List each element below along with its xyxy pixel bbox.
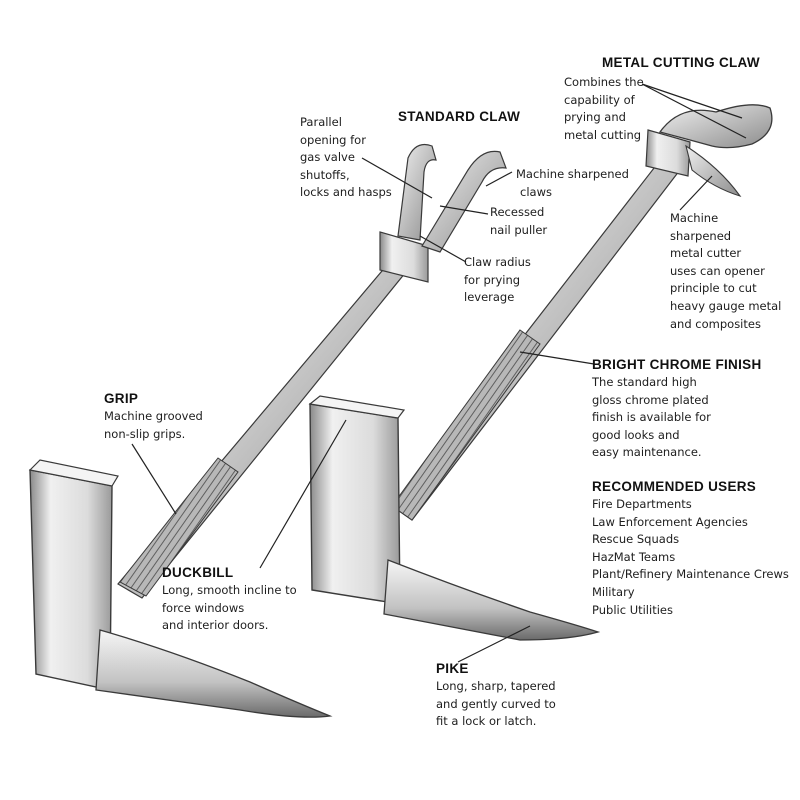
leader-combines-2 [641, 83, 747, 139]
left-claw-tine-back [397, 143, 437, 241]
left-claw-tine-front [421, 150, 507, 253]
leader-grip [131, 443, 177, 515]
list-item: Military [592, 584, 635, 599]
leader-pike [457, 625, 531, 663]
recommended-users-heading: RECOMMENDED USERS [592, 479, 757, 494]
leader-lines [131, 83, 747, 663]
callout-line: Long, smooth incline to [162, 583, 297, 597]
callout-line: force windows [162, 600, 245, 615]
leader-claw-radius [419, 235, 467, 263]
right-pike [383, 559, 601, 641]
bright-chrome-finish-callout: BRIGHT CHROME FINISH The standard high g… [592, 356, 762, 462]
callout-line: principle to cut [670, 281, 757, 296]
callout-line: gas valve [300, 150, 355, 165]
list-item: Fire Departments [592, 497, 692, 511]
right-cutter-blade [685, 144, 742, 198]
metal-cutting-claw-tool [308, 104, 773, 641]
list-item: HazMat Teams [592, 549, 676, 564]
pike-callout: PIKE Long, sharp, tapered and gently cur… [436, 660, 556, 731]
right-grip-knurl [391, 329, 541, 521]
callout-line: finish is available for [592, 410, 711, 425]
recessed-nail-puller-callout: Recessed nail puller [490, 204, 547, 239]
leader-bright-chrome [519, 351, 595, 365]
metal-cutting-claw-label: METAL CUTTING CLAW [602, 54, 760, 72]
leader-recessed-nail-puller [439, 205, 489, 215]
callout-line: gloss chrome plated [592, 392, 709, 407]
callout-line: easy maintenance. [592, 445, 702, 460]
claw-radius-callout: Claw radius for prying leverage [464, 254, 531, 307]
callout-line: Recessed [490, 205, 545, 219]
callout-line: fit a lock or latch. [436, 714, 537, 729]
callout-line: prying and [564, 110, 626, 125]
callout-line: Claw radius [464, 255, 531, 269]
callout-line: and interior doors. [162, 618, 269, 633]
standard-claw-tool [28, 143, 507, 718]
callout-line: claws [520, 184, 552, 199]
callout-line: shutoffs, [300, 167, 350, 182]
list-item: Rescue Squads [592, 532, 680, 547]
standard-claw-heading: STANDARD CLAW [398, 109, 521, 124]
callout-line: Long, sharp, tapered [436, 679, 556, 693]
recommended-users-list: RECOMMENDED USERS Fire Departments Law E… [592, 478, 789, 619]
callout-line: metal cutting [564, 127, 642, 142]
leader-combines-1 [641, 83, 743, 119]
callout-line: sharpened [670, 228, 732, 243]
right-claw-collar [645, 129, 691, 177]
callout-line: uses can opener [670, 263, 765, 278]
grip-heading: GRIP [104, 391, 139, 406]
left-claw-collar [379, 231, 429, 283]
machine-sharpened-claws-callout: Machine sharpened claws [516, 166, 629, 201]
callout-line: for prying [464, 272, 521, 287]
callout-line: metal cutter [670, 246, 742, 261]
leader-duckbill [259, 419, 347, 569]
callout-line: and composites [670, 316, 761, 331]
right-duckbill-top [308, 395, 406, 419]
duckbill-heading: DUCKBILL [162, 565, 234, 580]
callout-line: non-slip grips. [104, 426, 186, 441]
leader-parallel-opening [361, 157, 433, 199]
callout-line: Parallel [300, 115, 342, 129]
callout-line: Machine [670, 211, 719, 225]
list-item: Plant/Refinery Maintenance Crews [592, 567, 789, 582]
leader-machine-sharpened-claws [485, 171, 513, 187]
callout-line: and gently curved to [436, 696, 556, 711]
callout-line: leverage [464, 290, 515, 305]
standard-claw-label: STANDARD CLAW [398, 108, 520, 126]
leader-machine-cutter [679, 175, 713, 211]
callout-line: The standard high [592, 375, 697, 389]
combines-callout: Combines the capability of prying and me… [564, 74, 644, 144]
bright-chrome-finish-heading: BRIGHT CHROME FINISH [592, 357, 762, 372]
duckbill-callout: DUCKBILL Long, smooth incline to force w… [162, 564, 297, 635]
parallel-opening-callout: Parallel opening for gas valve shutoffs,… [300, 114, 392, 202]
left-pike [95, 629, 333, 718]
pike-heading: PIKE [436, 661, 469, 676]
callout-line: Machine sharpened [516, 167, 629, 181]
list-item: Public Utilities [592, 602, 673, 617]
left-grip-knurl [119, 457, 239, 597]
left-duckbill-top [28, 459, 119, 487]
machine-cutter-callout: Machine sharpened metal cutter uses can … [670, 210, 781, 333]
callout-line: Combines the [564, 75, 644, 89]
callout-line: locks and hasps [300, 185, 392, 200]
callout-line: heavy gauge metal [670, 298, 782, 313]
callout-line: good looks and [592, 427, 680, 442]
callout-line: Machine grooved [104, 409, 203, 423]
list-item: Law Enforcement Agencies [592, 514, 748, 529]
metal-cutting-claw-heading: METAL CUTTING CLAW [602, 55, 760, 70]
callout-line: nail puller [490, 222, 548, 237]
callout-line: capability of [564, 92, 635, 107]
grip-callout: GRIP Machine grooved non-slip grips. [104, 390, 203, 443]
callout-line: opening for [300, 132, 366, 147]
